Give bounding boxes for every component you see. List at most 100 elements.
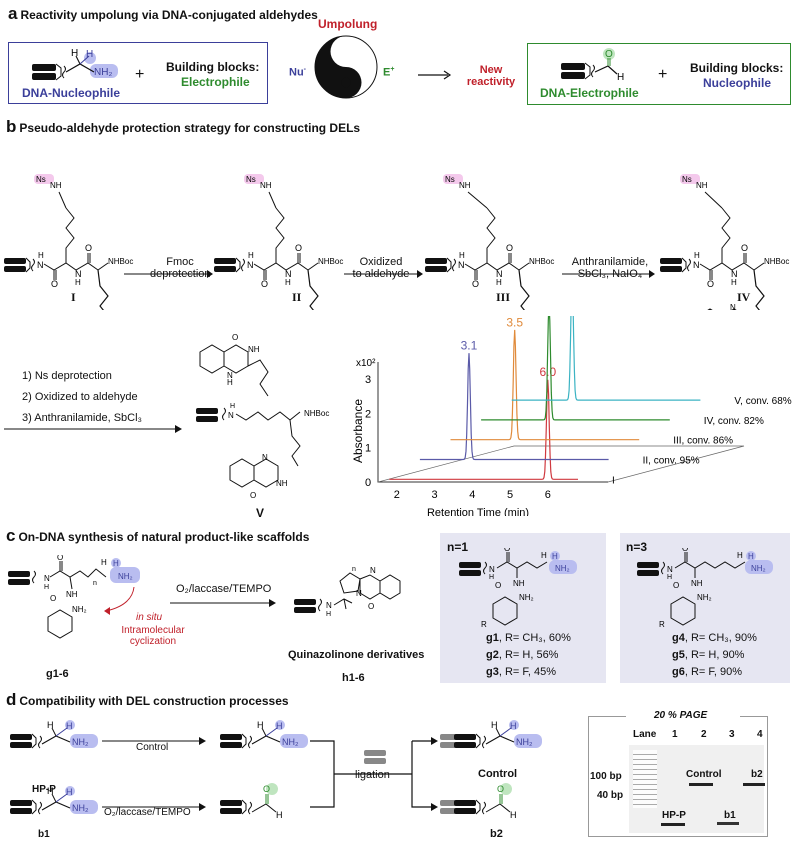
svg-text:N: N: [356, 589, 362, 598]
ligation-tag-icon: [364, 750, 386, 756]
compound-label-III: III: [496, 290, 511, 304]
x-tick-label: 5: [507, 489, 513, 501]
yin-yang-icon: [314, 35, 378, 99]
y-tick-label: 1: [365, 443, 371, 455]
svg-text:NH: NH: [50, 181, 62, 190]
svg-text:N: N: [370, 566, 376, 575]
lane-number: 1: [672, 729, 678, 740]
lane-number: 3: [729, 729, 735, 740]
reagent-label: O₂/laccase/TEMPO: [176, 583, 272, 595]
electrophile-box: [527, 43, 791, 105]
svg-text:NH₂: NH₂: [519, 593, 534, 602]
ligation-label: ligation: [355, 769, 390, 781]
series-label-III: III, conv. 86%: [673, 436, 733, 447]
svg-text:NH: NH: [260, 181, 272, 190]
nu-label: Nu-: [289, 66, 307, 79]
b2-product-label: b2: [490, 828, 503, 840]
gel-title: 20 % PAGE: [654, 710, 708, 721]
svg-text:H: H: [541, 551, 547, 560]
svg-text:N: N: [228, 411, 234, 420]
peak-label-I: 6.0: [539, 365, 556, 379]
n3-entry: g6, R= F, 90%: [672, 666, 743, 678]
series-line-I: [389, 379, 578, 480]
svg-text:H: H: [227, 378, 233, 387]
b2-product: [440, 782, 517, 821]
svg-text:N: N: [326, 601, 332, 610]
x-tick-label: 3: [432, 489, 438, 501]
panel-title-text: Reactivity umpolung via DNA-conjugated a…: [20, 8, 318, 22]
step-anthranilamide: Anthranilamide,SbCl₃, NaIO₄: [571, 256, 649, 280]
band-label-b1: b1: [724, 810, 736, 821]
lane-number: 4: [757, 729, 763, 740]
band-label-hp-p: HP-P: [662, 810, 686, 821]
product-desc: Quinazolinone derivatives: [288, 649, 425, 661]
y-tick-label: 2: [365, 408, 371, 420]
svg-text:H: H: [737, 551, 743, 560]
plus-sign: +: [658, 66, 668, 83]
amine-intermediate: [219, 719, 309, 749]
multistep-conditions: 1) Ns deprotection 2) Oxidized to aldehy…: [22, 370, 143, 424]
x-axis-label: Retention Time (min): [427, 507, 529, 516]
svg-text:R: R: [659, 620, 665, 628]
n3-entry: g4, R= CH₃, 90%: [672, 632, 757, 644]
band-control: [689, 783, 713, 786]
svg-text:Ns: Ns: [246, 175, 256, 184]
floor-plane: [377, 445, 745, 483]
svg-text:n: n: [93, 580, 97, 587]
y-tick-label: 3: [365, 374, 371, 386]
svg-text:NH₂: NH₂: [118, 572, 133, 581]
building-blocks-label: Building blocks:: [166, 60, 260, 74]
electrophile-label: Electrophile: [181, 75, 250, 89]
svg-text:H: H: [44, 584, 49, 591]
x-tick-label: 6: [545, 489, 551, 501]
dna-nucleophile-label: DNA-Nucleophile: [22, 86, 121, 100]
svg-text:H: H: [667, 574, 672, 581]
svg-text:NHBoc: NHBoc: [304, 409, 329, 418]
svg-text:O: O: [50, 594, 56, 603]
svg-text:NH₂: NH₂: [751, 564, 766, 573]
gel-frame-top-right: [740, 716, 767, 717]
y-tick-label: 0: [365, 477, 371, 489]
series-line-III: [450, 329, 640, 441]
marker-100bp: 100 bp: [590, 771, 622, 782]
compound-label-I: I: [71, 290, 76, 304]
laccase-step-label: O₂/laccase/TEMPO: [104, 807, 191, 818]
series-label-V: V, conv. 68%: [734, 396, 791, 407]
control-product-label: Control: [478, 768, 518, 780]
in-situ-label: in situ: [136, 612, 163, 623]
svg-text:Ns: Ns: [36, 175, 46, 184]
gel-frame: [588, 716, 768, 837]
svg-text:N: N: [44, 574, 50, 583]
band-b1: [717, 822, 739, 825]
e-label: E+: [383, 66, 395, 79]
n1-entries: g1, R= CH₃, 60% g2, R= H, 56% g3, R= F, …: [486, 630, 571, 681]
panel-letter: b: [6, 117, 17, 136]
svg-text:R: R: [481, 620, 487, 628]
product-label: h1-6: [342, 672, 365, 684]
aldehyde-intermediate: [219, 782, 283, 821]
h-atom: H: [71, 48, 78, 59]
svg-text:n: n: [352, 566, 356, 573]
svg-text:O: O: [368, 602, 374, 611]
svg-text:NH: NH: [691, 579, 703, 588]
series-label-IV: IV, conv. 82%: [704, 416, 764, 427]
n3-title: n=3: [626, 540, 648, 554]
svg-text:O: O: [673, 581, 679, 590]
series-label-I: I: [612, 475, 615, 486]
svg-text:NH: NH: [66, 590, 78, 599]
svg-text:H: H: [489, 574, 494, 581]
svg-text:H: H: [230, 403, 235, 410]
start-label: g1-6: [46, 668, 69, 680]
svg-text:NH₂: NH₂: [72, 605, 87, 614]
x-tick-label: 4: [469, 489, 475, 501]
nucleophile-label: Nucleophile: [703, 76, 772, 90]
svg-text:NH₂: NH₂: [697, 593, 712, 602]
